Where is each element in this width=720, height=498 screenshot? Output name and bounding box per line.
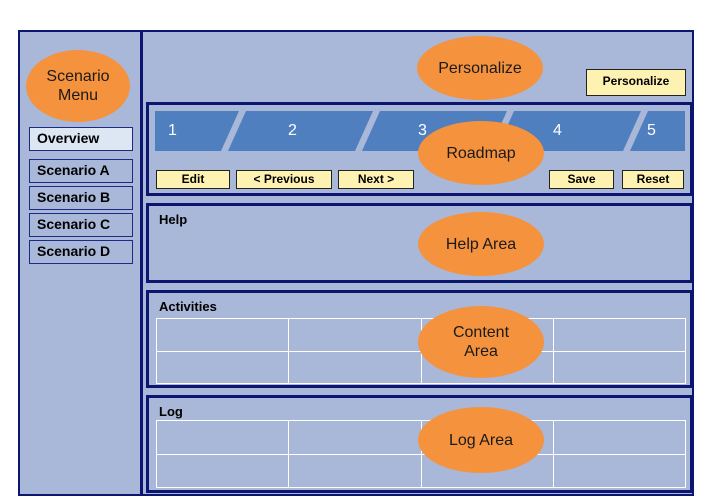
- log-area-oval: Log Area: [418, 407, 544, 473]
- log-table: [155, 420, 687, 488]
- table-cell: [155, 318, 290, 352]
- personalize-oval: Personalize: [417, 36, 543, 100]
- roadmap-step-2[interactable]: 2: [288, 122, 297, 139]
- table-cell: [288, 318, 422, 352]
- edit-button[interactable]: Edit: [156, 170, 230, 189]
- roadmap-step-4[interactable]: 4: [553, 122, 562, 139]
- table-cell: [155, 453, 290, 488]
- roadmap-step-1[interactable]: 1: [168, 122, 177, 139]
- log-title: Log: [159, 404, 183, 419]
- personalize-button[interactable]: Personalize: [586, 69, 686, 96]
- sidebar-item-scenario-b[interactable]: Scenario B: [29, 186, 133, 210]
- roadmap-step-1-shape: [155, 111, 239, 151]
- sidebar-item-overview[interactable]: Overview: [29, 127, 133, 151]
- reset-button[interactable]: Reset: [622, 170, 684, 189]
- help-title: Help: [159, 212, 188, 227]
- sidebar-item-scenario-d[interactable]: Scenario D: [29, 240, 133, 264]
- roadmap-oval: Roadmap: [418, 121, 544, 185]
- save-button[interactable]: Save: [549, 170, 614, 189]
- table-cell: [552, 318, 687, 352]
- table-row: [155, 453, 687, 488]
- previous-button[interactable]: < Previous: [236, 170, 332, 189]
- next-button[interactable]: Next >: [338, 170, 414, 189]
- table-row: [155, 350, 687, 384]
- roadmap-step-3[interactable]: 3: [418, 122, 427, 139]
- help-area-oval: Help Area: [418, 212, 544, 276]
- table-cell: [155, 350, 290, 384]
- activities-title: Activities: [159, 299, 217, 314]
- roadmap-step-2-shape: [228, 111, 373, 151]
- sidebar-item-scenario-c[interactable]: Scenario C: [29, 213, 133, 237]
- table-cell: [552, 453, 687, 488]
- scenario-sidebar: Scenario Menu Overview Scenario A Scenar…: [18, 30, 143, 496]
- roadmap-step-5[interactable]: 5: [647, 122, 656, 139]
- table-cell: [288, 350, 422, 384]
- scenario-menu-oval: Scenario Menu: [26, 50, 130, 122]
- table-cell: [552, 350, 687, 384]
- table-cell: [288, 420, 422, 455]
- sidebar-item-scenario-a[interactable]: Scenario A: [29, 159, 133, 183]
- table-cell: [552, 420, 687, 455]
- roadmap-step-5-shape: [630, 111, 685, 151]
- table-cell: [155, 420, 290, 455]
- table-cell: [288, 453, 422, 488]
- content-area-oval: Content Area: [418, 306, 544, 378]
